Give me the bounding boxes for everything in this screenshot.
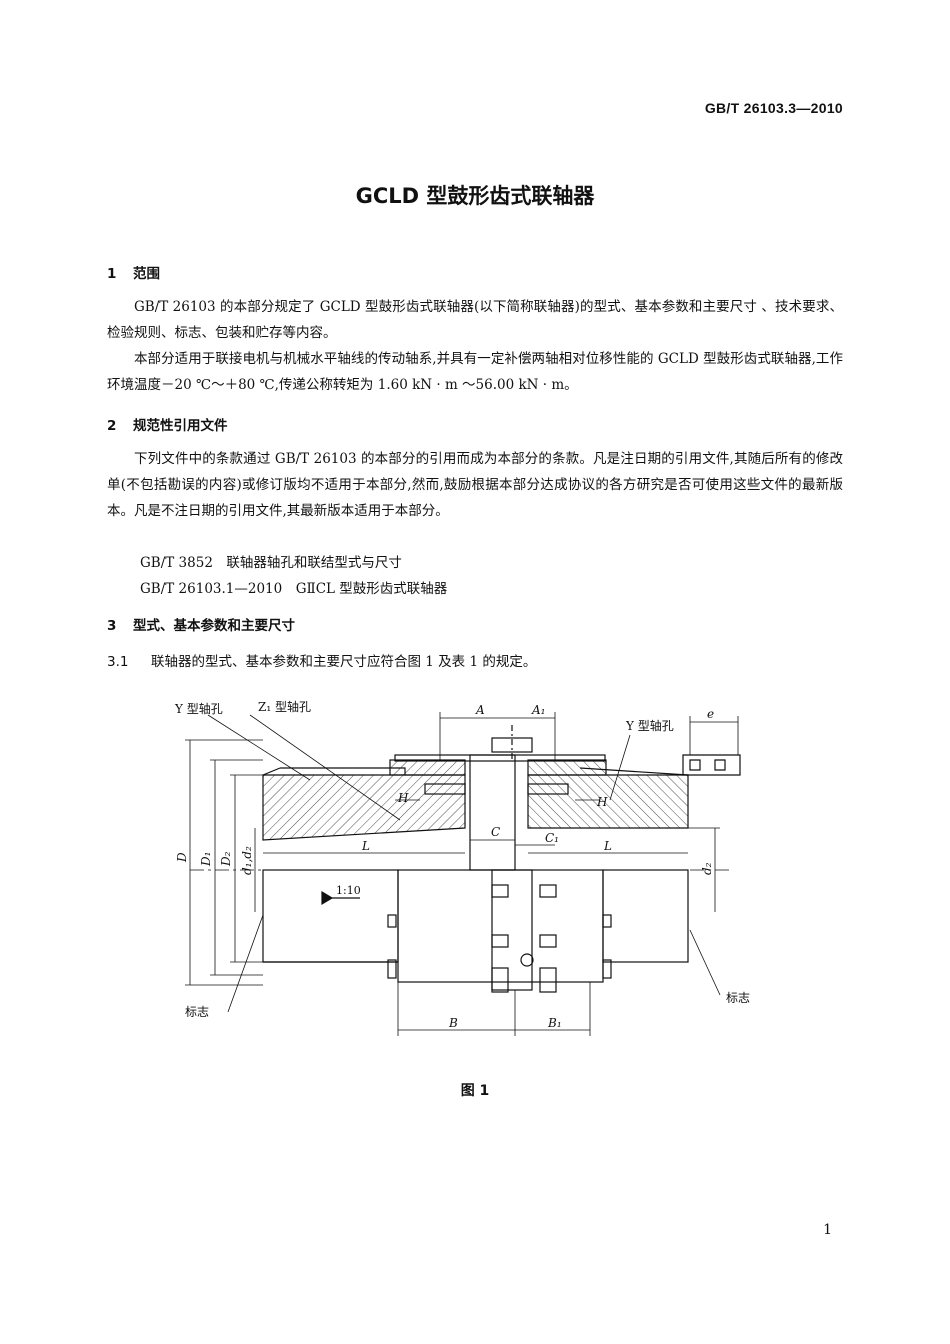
standard-number: GB/T 26103.3—2010 xyxy=(704,100,843,116)
section-3-heading: 3 型式、基本参数和主要尺寸 xyxy=(107,614,295,634)
section-2-heading: 2 规范性引用文件 xyxy=(107,414,228,434)
section-number: 2 xyxy=(107,418,117,434)
right-hub-section xyxy=(527,774,689,829)
flange-left xyxy=(389,759,466,776)
section-number: 1 xyxy=(107,266,117,282)
dim-d2: d₂ xyxy=(700,862,714,875)
section-1-paragraph-1: GB/T 26103 的本部分规定了 GCLD 型鼓形齿式联轴器(以下简称联轴器… xyxy=(107,299,843,341)
section-2-paragraph-1: 下列文件中的条款通过 GB/T 26103 的本部分的引用而成为本部分的条款。凡… xyxy=(107,451,843,519)
dim-D: D xyxy=(175,852,189,863)
coupling-drawing: Y 型轴孔 Z₁ 型轴孔 Y 型轴孔 标志 标志 1:10 A A₁ e H H… xyxy=(174,699,750,1036)
dim-L-left: L xyxy=(361,839,370,853)
dim-D2: D₂ xyxy=(219,851,233,867)
label-y-bore-right: Y 型轴孔 xyxy=(625,718,674,733)
label-z1-bore: Z₁ 型轴孔 xyxy=(258,699,311,714)
dim-B1: B₁ xyxy=(547,1016,562,1030)
dim-A: A xyxy=(475,703,485,717)
right-hub-lower xyxy=(602,869,689,963)
left-hub-section xyxy=(262,774,466,841)
section-1-heading: 1 范围 xyxy=(107,262,160,282)
center-body-lower xyxy=(397,869,604,983)
dim-H-right: H xyxy=(596,795,608,809)
section-title: 范围 xyxy=(133,266,160,282)
dim-A1: A₁ xyxy=(531,703,545,717)
section-number: 3 xyxy=(107,618,117,634)
dim-C: C xyxy=(491,825,500,839)
dim-d1-dz: d₁,d₂ xyxy=(240,846,254,875)
label-taper: 1:10 xyxy=(336,884,361,897)
subsection-3-1: 3.1 联轴器的型式、基本参数和主要尺寸应符合图 1 及表 1 的规定。 xyxy=(107,650,536,670)
left-hub-lower xyxy=(262,869,399,963)
section-title: 规范性引用文件 xyxy=(133,418,228,434)
subsection-text: 联轴器的型式、基本参数和主要尺寸应符合图 1 及表 1 的规定。 xyxy=(151,654,537,670)
dim-C1: C₁ xyxy=(545,831,559,845)
dim-H-left: H xyxy=(397,791,409,805)
dim-e: e xyxy=(707,707,714,721)
label-marking-left: 标志 xyxy=(185,1005,209,1019)
dim-D1: D₁ xyxy=(199,852,213,867)
document-title: GCLD 型鼓形齿式联轴器 xyxy=(355,184,595,208)
dim-L-right: L xyxy=(603,839,612,853)
center-spacer-top xyxy=(469,754,516,871)
flange-right xyxy=(527,759,607,776)
label-y-bore-left: Y 型轴孔 xyxy=(174,701,223,716)
page-number: 1 xyxy=(823,1222,832,1238)
figure-caption: 图 1 xyxy=(460,1083,490,1099)
subsection-number: 3.1 xyxy=(107,654,129,670)
reference-item: GB/T 26103.1—2010 GⅡCL 型鼓形齿式联轴器 xyxy=(140,581,448,597)
dim-B: B xyxy=(448,1016,458,1030)
reference-item: GB/T 3852 联轴器轴孔和联结型式与尺寸 xyxy=(140,555,402,571)
section-1-paragraph-2: 本部分适用于联接电机与机械水平轴线的传动轴系,并具有一定补偿两轴相对位移性能的 … xyxy=(107,351,843,393)
label-marking-right: 标志 xyxy=(726,991,750,1005)
section-title: 型式、基本参数和主要尺寸 xyxy=(133,618,295,634)
